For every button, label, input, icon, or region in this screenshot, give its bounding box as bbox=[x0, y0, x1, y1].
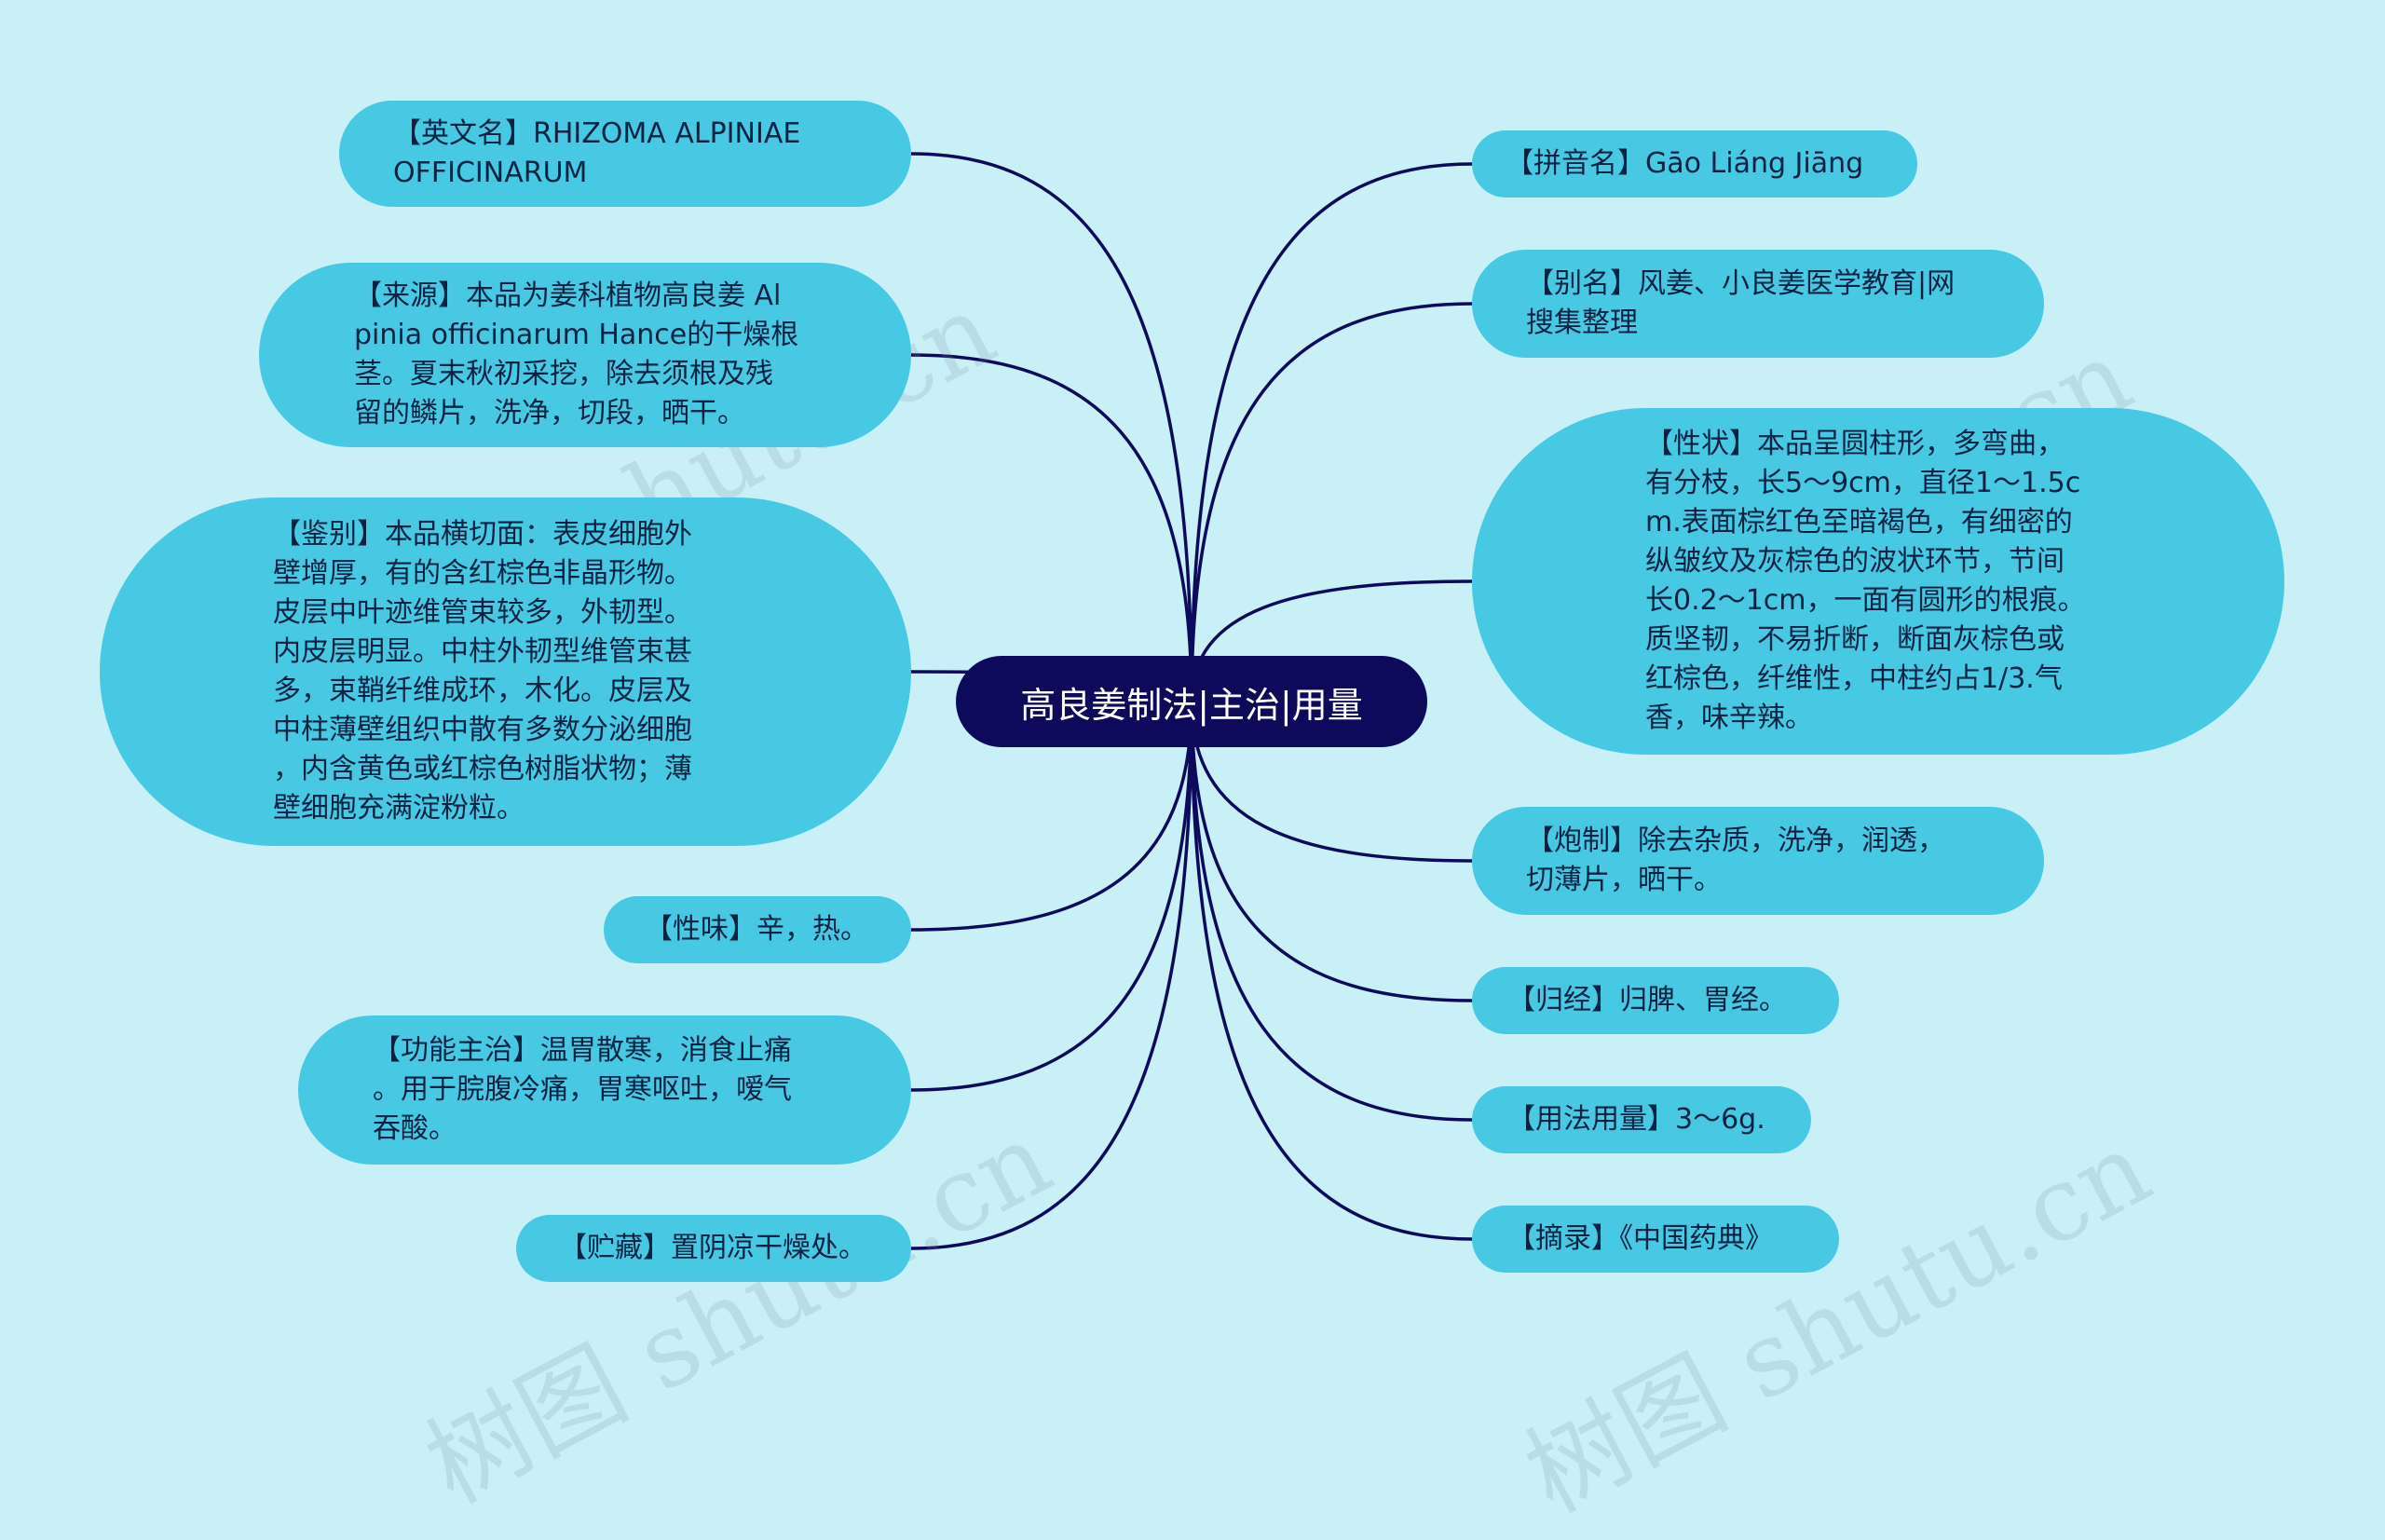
node-taste[interactable]: 【性味】辛，热。 bbox=[604, 896, 911, 963]
node-dosage[interactable]: 【用法用量】3～6g. bbox=[1472, 1086, 1811, 1153]
node-english-name-text: 【英文名】RHIZOMA ALPINIAE OFFICINARUM bbox=[393, 117, 801, 189]
mind-map-canvas: 树图 shutu.cn 树图 shutu.cn 树图 shutu.cn 树图 s… bbox=[100, 101, 2284, 1535]
node-alias-text: 【别名】风姜、小良姜医学教育|网 搜集整理 bbox=[1526, 267, 1956, 339]
node-pinyin[interactable]: 【拼音名】Gāo Liáng Jiāng bbox=[1472, 130, 1917, 198]
node-storage-text: 【贮藏】置阴凉干燥处。 bbox=[559, 1232, 866, 1264]
node-english-name[interactable]: 【英文名】RHIZOMA ALPINIAE OFFICINARUM bbox=[339, 101, 911, 207]
node-dosage-text: 【用法用量】3～6g. bbox=[1507, 1103, 1765, 1136]
node-identification-text: 【鉴别】本品横切面：表皮细胞外 壁增厚，有的含红棕色非晶形物。 皮层中叶迹维管束… bbox=[273, 518, 692, 825]
node-processing[interactable]: 【炮制】除去杂质，洗净，润透， 切薄片，晒干。 bbox=[1472, 807, 2044, 915]
connector-right-0 bbox=[1190, 162, 1473, 702]
node-alias[interactable]: 【别名】风姜、小良姜医学教育|网 搜集整理 bbox=[1472, 250, 2044, 358]
node-description[interactable]: 【性状】本品呈圆柱形，多弯曲， 有分枝，长5～9cm，直径1～1.5c m.表面… bbox=[1472, 408, 2284, 755]
node-function-text: 【功能主治】温胃散寒，消食止痛 。用于脘腹冷痛，胃寒呕吐，嗳气 吞酸。 bbox=[373, 1034, 792, 1145]
node-storage[interactable]: 【贮藏】置阴凉干燥处。 bbox=[516, 1215, 911, 1282]
node-excerpt[interactable]: 【摘录】《中国药典》 bbox=[1472, 1206, 1839, 1273]
node-pinyin-text: 【拼音名】Gāo Liáng Jiāng bbox=[1506, 147, 1864, 180]
connector-left-5 bbox=[910, 701, 1193, 1250]
center-topic[interactable]: 高良姜制法|主治|用量 bbox=[956, 656, 1427, 747]
node-source[interactable]: 【来源】本品为姜科植物高良姜 Al pinia officinarum Hanc… bbox=[259, 263, 911, 447]
connector-right-5 bbox=[1190, 701, 1473, 1122]
connector-right-6 bbox=[1190, 701, 1473, 1241]
connector-lines bbox=[910, 152, 1473, 1250]
node-identification[interactable]: 【鉴别】本品横切面：表皮细胞外 壁增厚，有的含红棕色非晶形物。 皮层中叶迹维管束… bbox=[100, 497, 911, 846]
node-processing-text: 【炮制】除去杂质，洗净，润透， 切薄片，晒干。 bbox=[1526, 825, 1945, 896]
connector-left-0 bbox=[910, 152, 1193, 702]
connector-left-4 bbox=[910, 701, 1193, 1092]
connector-right-4 bbox=[1190, 701, 1473, 1002]
center-topic-label: 高良姜制法|主治|用量 bbox=[1020, 684, 1363, 726]
node-meridian-text: 【归经】归脾、胃经。 bbox=[1507, 984, 1787, 1016]
node-excerpt-text: 【摘录】《中国药典》 bbox=[1507, 1222, 1773, 1255]
connector-right-1 bbox=[1190, 302, 1473, 702]
connector-left-1 bbox=[910, 353, 1193, 702]
node-meridian[interactable]: 【归经】归脾、胃经。 bbox=[1472, 967, 1839, 1034]
node-description-text: 【性状】本品呈圆柱形，多弯曲， 有分枝，长5～9cm，直径1～1.5c m.表面… bbox=[1645, 428, 2086, 734]
node-taste-text: 【性味】辛，热。 bbox=[645, 913, 868, 946]
node-source-text: 【来源】本品为姜科植物高良姜 Al pinia officinarum Hanc… bbox=[354, 279, 799, 429]
connector-left-3 bbox=[910, 701, 1193, 932]
node-function[interactable]: 【功能主治】温胃散寒，消食止痛 。用于脘腹冷痛，胃寒呕吐，嗳气 吞酸。 bbox=[298, 1015, 911, 1165]
